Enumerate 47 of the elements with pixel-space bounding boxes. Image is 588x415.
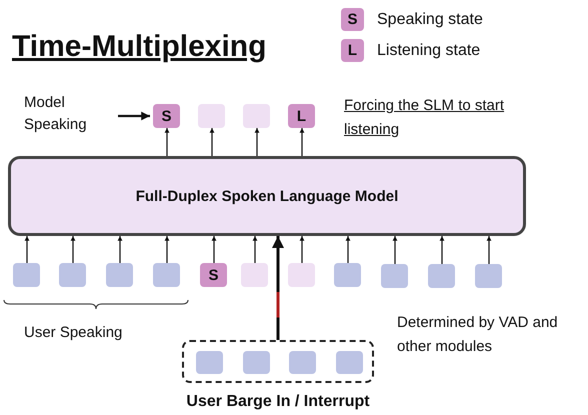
token-box [243,351,270,374]
token-box [475,264,502,288]
token-box [59,263,86,287]
legend-label: Listening state [377,41,480,61]
legend-label: Speaking state [377,10,483,30]
model-box: Full-Duplex Spoken Language Model [8,156,526,236]
token-box [153,263,180,287]
token-box [381,264,408,288]
arrow [346,236,350,263]
arrow [118,236,122,263]
legend-swatch: S [341,8,364,31]
arrow [164,128,170,156]
token-box [241,263,268,287]
token-box [106,263,133,287]
token-box [289,351,316,374]
state-token: S [200,263,227,287]
token-box [243,104,270,128]
arrow [392,236,398,264]
state-token: L [288,104,315,128]
token-box [336,351,363,374]
group-heading: User Barge In / Interrupt [185,392,371,412]
arrow [272,236,284,340]
arrow [300,128,304,156]
annotation-text: User Speaking [24,323,124,343]
arrow [252,236,258,263]
legend-swatch: L [341,39,364,62]
arrow [440,236,444,264]
token-box [428,264,455,288]
arrow [118,112,150,120]
text-label: Model Speaking [24,92,104,138]
title: Time-Multiplexing [12,30,268,65]
token-box [196,351,223,374]
arrow [164,236,170,263]
arrow [210,128,214,156]
token-box [288,263,315,287]
token-box [334,263,361,287]
token-box [198,104,225,128]
arrow [212,236,216,263]
annotation-text: Determined by VAD and other modules [397,313,559,357]
arrow [300,236,304,263]
arrow [24,236,30,263]
token-box [13,263,40,287]
arrow [254,128,260,156]
annotation-text: Forcing the SLM to start listening [344,96,506,140]
arrow [70,236,76,263]
state-token: S [153,104,180,128]
arrow [486,236,492,264]
